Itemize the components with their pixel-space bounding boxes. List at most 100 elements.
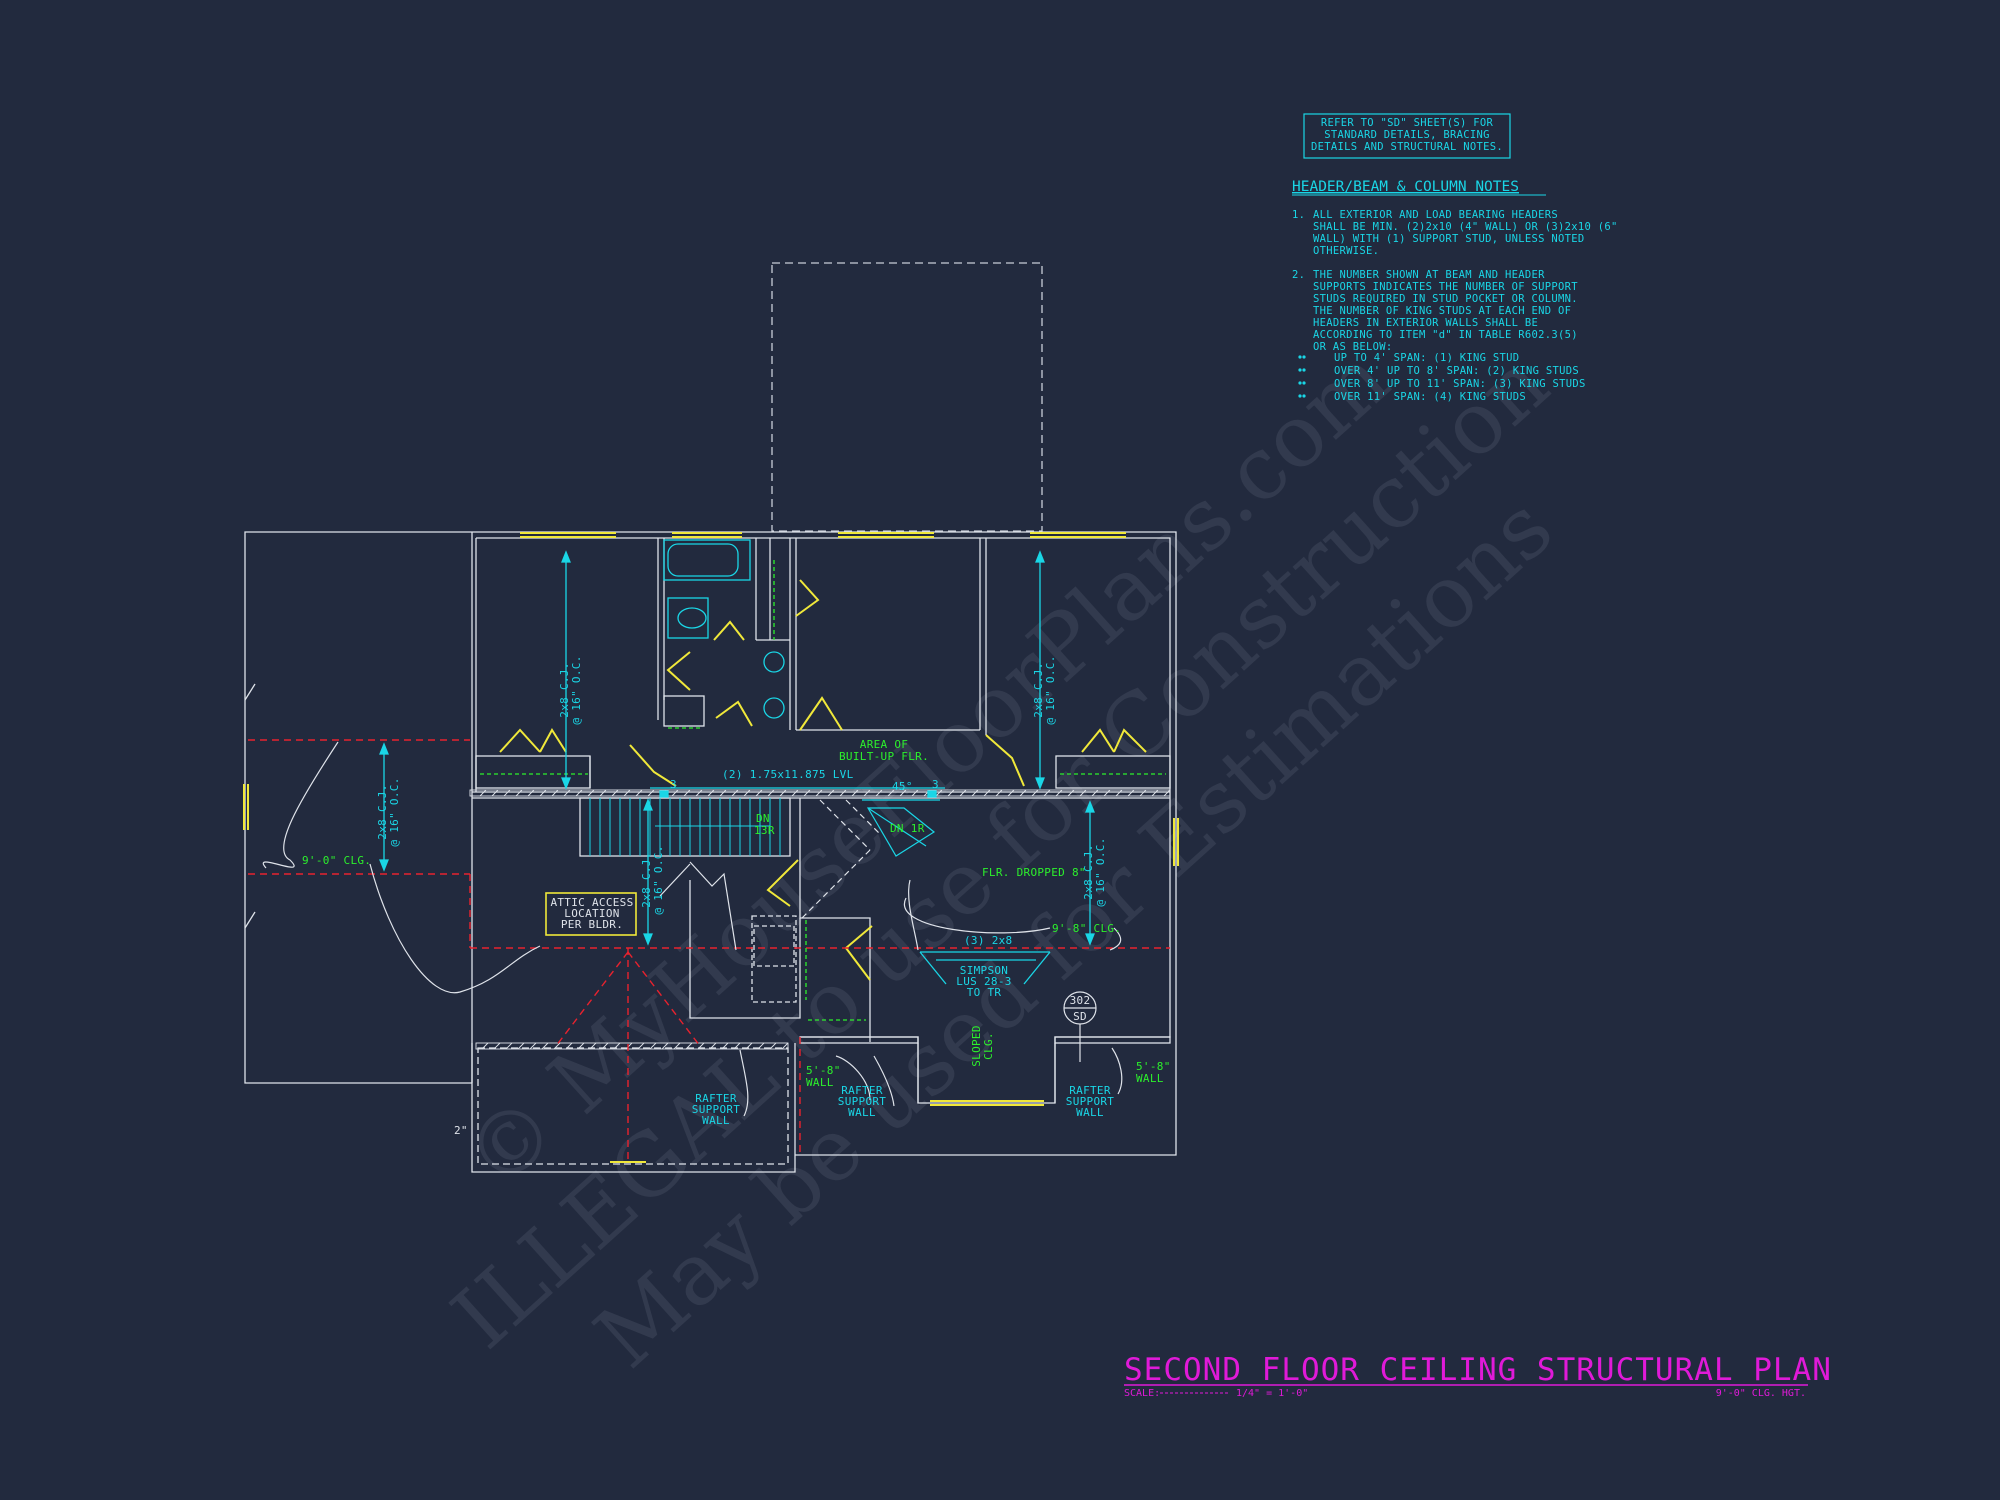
rafter-wall-c-3: WALL — [1076, 1106, 1104, 1119]
simpson-line-3: TO TR — [967, 986, 1002, 999]
king-stud-bullet-4: OVER 11' SPAN: (4) KING STUDS — [1334, 391, 1526, 403]
note-1-line-3: WALL) WITH (1) SUPPORT STUD, UNLESS NOTE… — [1313, 233, 1584, 245]
rafter-wall-a-1: RAFTER — [695, 1092, 737, 1105]
dashed-red-lines — [248, 739, 1170, 1162]
watermark-line-2: ILLEGAL to use for Construction — [434, 333, 1568, 1368]
support-count-left: 3 — [670, 778, 677, 791]
note-2-line-6: ACCORDING TO ITEM "d" IN TABLE R602.3(5) — [1313, 329, 1578, 341]
joist-label-bed1-a: 2x8 C.J. — [558, 662, 571, 717]
stair-risers-label: 13R — [754, 824, 775, 837]
reference-line-1: REFER TO "SD" SHEET(S) FOR — [1321, 117, 1494, 129]
simpson-line-2: LUS 28-3 — [956, 975, 1011, 988]
hatched-beams — [469, 789, 1171, 1050]
floor-dropped-label: FLR. DROPPED 8" — [982, 866, 1086, 879]
built-up-area-line-2: BUILT-UP FLR. — [839, 750, 929, 763]
angled-hall — [799, 799, 881, 921]
sheet-title: SECOND FLOOR CEILING STRUCTURAL PLAN — [1124, 1352, 1832, 1388]
rafter-wall-b-1: RAFTER — [841, 1084, 883, 1097]
detail-number: 302 — [1070, 994, 1091, 1007]
joist-label-hall-b: @ 16" O.C. — [652, 845, 665, 914]
green-lines — [480, 560, 1166, 1021]
dn-1r-label: DN 1R — [890, 822, 925, 835]
header-notes-title: HEADER/BEAM & COLUMN NOTES — [1292, 179, 1519, 195]
attic-access-line-2: LOCATION — [564, 907, 619, 920]
reference-line-3: DETAILS AND STRUCTURAL NOTES. — [1311, 141, 1503, 153]
note-1-number: 1. — [1292, 209, 1305, 221]
bathtub — [663, 539, 751, 581]
header-beam-notes: HEADER/BEAM & COLUMN NOTES 1. ALL EXTERI… — [1292, 179, 1618, 403]
simpson-line-1: SIMPSON — [960, 964, 1008, 977]
note-1-line-4: OTHERWISE. — [1313, 245, 1379, 257]
note-2-line-5: HEADERS IN EXTERIOR WALLS SHALL BE — [1313, 317, 1538, 329]
right-wall-height-2: WALL — [1136, 1072, 1164, 1085]
sink-2 — [763, 697, 785, 719]
detail-sheet: SD — [1073, 1010, 1087, 1023]
main-exterior — [472, 531, 1177, 1156]
joist-label-bonus-a: 2x8 C.J. — [1082, 844, 1095, 899]
plan-walls — [244, 262, 1177, 1173]
reference-line-2: STANDARD DETAILS, BRACING — [1324, 129, 1490, 141]
ceiling-leaders — [262, 741, 1123, 1117]
left-wall-height-1: 5'-8" — [806, 1064, 841, 1077]
support-count-right: 3 — [932, 778, 939, 791]
joist-label-bed2-b: @ 16" O.C. — [1044, 655, 1057, 724]
toilet — [677, 607, 707, 629]
dashed-projection — [771, 262, 1043, 532]
sloped-clg-line-2: CLG. — [982, 1032, 995, 1060]
door-swings — [499, 579, 1147, 981]
joist-arrows — [379, 550, 1095, 985]
ceiling-height-note: 9'-0" CLG. HGT. — [1716, 1388, 1806, 1399]
ceiling-9-0-label: 9'-0" CLG. — [302, 854, 371, 867]
built-up-area-line-1: AREA OF — [860, 738, 908, 751]
rafter-wall-c-2: SUPPORT — [1066, 1095, 1115, 1108]
left-outline — [244, 531, 472, 1084]
note-2-number: 2. — [1292, 269, 1305, 281]
stair — [579, 797, 791, 857]
rafter-wall-b-3: WALL — [848, 1106, 876, 1119]
rafter-wall-a-2: SUPPORT — [692, 1103, 741, 1116]
sheet-title-block: SECOND FLOOR CEILING STRUCTURAL PLAN SCA… — [1124, 1352, 1832, 1399]
sink-1 — [763, 651, 785, 673]
right-wall-height-1: 5'-8" — [1136, 1060, 1171, 1073]
note-2-line-7: OR AS BELOW: — [1313, 341, 1392, 353]
rafter-wall-c-1: RAFTER — [1069, 1084, 1111, 1097]
windows — [243, 532, 1179, 1163]
scale-label: SCALE: — [1124, 1388, 1160, 1399]
note-2-line-1: THE NUMBER SHOWN AT BEAM AND HEADER — [1313, 269, 1545, 281]
rafter-wall-a-3: WALL — [702, 1114, 730, 1127]
two-inch-dim: 2" — [454, 1124, 468, 1137]
ceiling-9-8-label: 9'-8" CLG. — [1052, 922, 1121, 935]
header-3-2x8-label: (3) 2x8 — [964, 934, 1012, 947]
sloped-clg-line-1: SLOPED — [970, 1025, 983, 1067]
joist-label-bonus-b: @ 16" O.C. — [1094, 837, 1107, 906]
joist-label-bed2-a: 2x8 C.J. — [1032, 662, 1045, 717]
left-wall-height-2: WALL — [806, 1076, 834, 1089]
angle-label: 45° — [892, 780, 913, 793]
note-2-line-3: STUDS REQUIRED IN STUD POCKET OR COLUMN. — [1313, 293, 1578, 305]
bottom-bump — [471, 1043, 796, 1173]
reference-note-box: REFER TO "SD" SHEET(S) FOR STANDARD DETA… — [1303, 113, 1511, 159]
king-stud-bullet-2: OVER 4' UP TO 8' SPAN: (2) KING STUDS — [1334, 365, 1579, 377]
rafter-wall-b-2: SUPPORT — [838, 1095, 887, 1108]
note-2-line-4: THE NUMBER OF KING STUDS AT EACH END OF — [1313, 305, 1571, 317]
note-2-line-2: SUPPORTS INDICATES THE NUMBER OF SUPPORT — [1313, 281, 1578, 293]
joist-label-garage-a: 2x8 C.J. — [376, 784, 389, 839]
note-1-line-2: SHALL BE MIN. (2)2x10 (4" WALL) OR (3)2x… — [1313, 221, 1618, 233]
joist-label-garage-b: @ 16" O.C. — [388, 777, 401, 846]
watermark: © MyHouseFloorPlans.com ILLEGAL to use f… — [434, 329, 1572, 1387]
joist-label-hall-a: 2x8 C.J. — [640, 852, 653, 907]
attic-access-line-1: ATTIC ACCESS — [550, 896, 633, 909]
plan-labels: 2x8 C.J. @ 16" O.C. 2x8 C.J. @ 16" O.C. … — [302, 655, 1171, 1137]
note-1-line-1: ALL EXTERIOR AND LOAD BEARING HEADERS — [1313, 209, 1558, 221]
dn-1r-box — [866, 807, 936, 857]
detail-callout — [1063, 991, 1097, 1062]
king-stud-bullet-1: UP TO 4' SPAN: (1) KING STUD — [1334, 352, 1519, 364]
stair-treads — [589, 798, 781, 856]
scale-value: 1/4" = 1'-0" — [1236, 1388, 1308, 1399]
attic-access-line-3: PER BLDR. — [561, 918, 623, 931]
king-stud-bullet-3: OVER 8' UP TO 11' SPAN: (3) KING STUDS — [1334, 378, 1586, 390]
stair-dn-label: DN — [756, 812, 770, 825]
lvl-beam-label: (2) 1.75x11.875 LVL — [722, 768, 854, 781]
